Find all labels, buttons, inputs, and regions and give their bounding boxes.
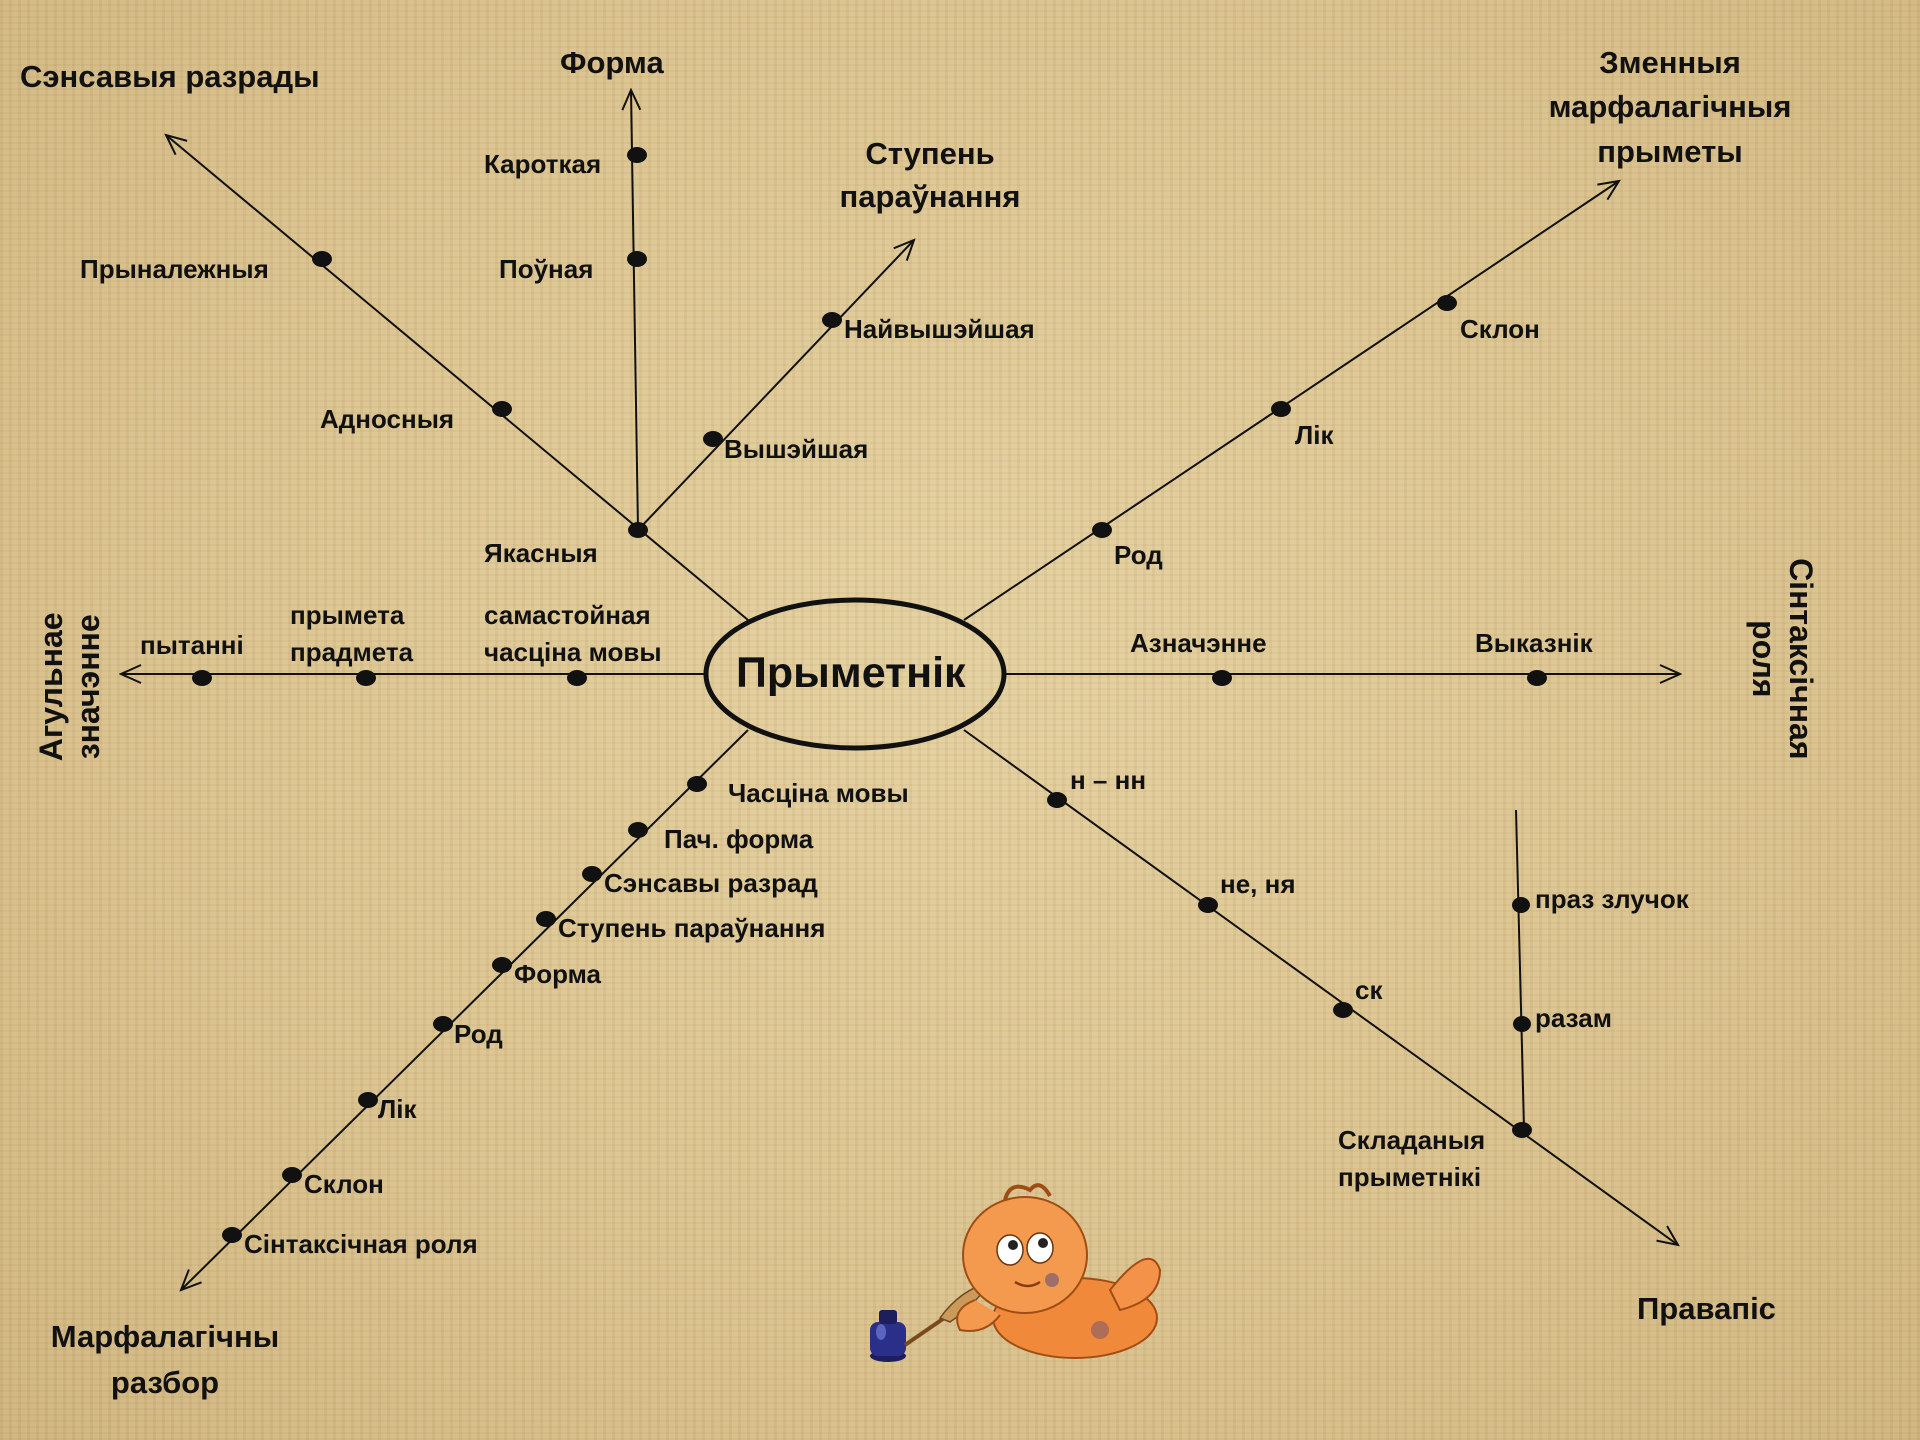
dot-vykaznik (1527, 670, 1547, 686)
label-ne-nia: не, ня (1220, 869, 1296, 899)
label-samastojnaja-line2: часціна мовы (484, 637, 662, 667)
label-aznachenne: Азначэнне (1130, 628, 1267, 658)
label-pryynalezhnyja: Прыналежныя (80, 254, 269, 284)
label-karotkaja: Кароткая (484, 149, 602, 179)
dot-rod-razbor (433, 1016, 453, 1032)
label-razbor-stupen: Ступень параўнання (558, 913, 826, 943)
label-razam: разам (1535, 1003, 1612, 1033)
dot-sklon-razbor (282, 1167, 302, 1183)
dot-praz-zluchok (1512, 897, 1530, 913)
label-samastojnaja-line1: самастойная (484, 600, 651, 630)
branch-line-forma (631, 90, 638, 531)
dot-sklon (1437, 295, 1457, 311)
dot-najvyshejshaja (822, 312, 842, 328)
branch-line-sensavyja (166, 135, 749, 621)
dot-chascina-movy (687, 776, 707, 792)
branch-title-razbor-line1: Марфалагічны (50, 1319, 280, 1354)
dot-pounaja (627, 251, 647, 267)
label-lik: Лік (1295, 420, 1334, 450)
branch-title-zmennyja-line1: Зменныя (1599, 45, 1741, 80)
label-jakasnyja: Якасныя (484, 538, 598, 568)
branch-title-sensavyja: Сэнсавыя разрады (20, 59, 320, 94)
dot-sensavy-razrad (582, 866, 602, 882)
branch-title-pravapis: Правапіс (1637, 1291, 1776, 1326)
label-pounaja: Поўная (499, 254, 594, 284)
dot-stupen-paraunannia (536, 911, 556, 927)
dot-sk (1333, 1002, 1353, 1018)
center-ellipse (703, 597, 1007, 751)
branch-title-forma: Форма (560, 45, 664, 80)
label-skladanyja-line1: Складаныя (1338, 1125, 1486, 1155)
dot-ne-nia (1198, 897, 1218, 913)
label-sk: ск (1355, 975, 1383, 1005)
label-prymeta-line1: прымета (290, 600, 405, 630)
dot-pryynalezhnyja (312, 251, 332, 267)
branch-line-zmennyja (963, 181, 1619, 621)
branch-line-skladanyja (1515, 809, 1525, 1129)
dot-lik (1271, 401, 1291, 417)
label-sklon: Склон (1460, 314, 1540, 344)
label-n-nn: н – нн (1070, 765, 1147, 795)
dot-prymeta (356, 670, 376, 686)
branch-title-zmennyja-line2: марфалагічныя (1548, 89, 1792, 124)
label-razbor-rod: Род (454, 1019, 503, 1049)
dot-aznachenne (1212, 670, 1232, 686)
label-vykaznik: Выказнік (1475, 628, 1593, 658)
dot-razam (1513, 1016, 1531, 1032)
dot-forma-razbor (492, 957, 512, 973)
branch-title-agulnae-line1: Агульнае (33, 612, 70, 762)
dot-pytanni (192, 670, 212, 686)
branch-line-pravapis (963, 729, 1678, 1245)
branch-line-stupen (637, 240, 914, 531)
label-razbor-sklon: Склон (304, 1169, 384, 1199)
label-razbor-forma: Форма (514, 959, 601, 989)
label-praz-zluchok: праз злучок (1535, 884, 1689, 914)
baby-writing-illustration (870, 1183, 1162, 1362)
branch-title-agulnae-line2: значэнне (70, 614, 106, 760)
label-vyshejshaja: Вышэйшая (724, 434, 869, 464)
dot-rod (1092, 522, 1112, 538)
branch-title-sintaksichnaja-line1: Сінтаксічная (1782, 558, 1819, 760)
dot-samastojnaja (567, 670, 587, 686)
label-razbor-chascina-movy: Часціна мовы (728, 778, 909, 808)
label-razbor-pach-forma: Пач. форма (664, 824, 814, 854)
label-razbor-sensavy-razrad: Сэнсавы разрад (604, 868, 818, 898)
dot-n-nn (1047, 792, 1067, 808)
branch-title-sintaksichnaja-line2: роля (1746, 620, 1782, 698)
label-rod: Род (1114, 540, 1163, 570)
label-adnosnyja: Адносныя (320, 404, 455, 434)
label-najvyshejshaja: Найвышэйшая (844, 314, 1035, 344)
label-pytanni: пытанні (140, 630, 244, 660)
dot-karotkaja (627, 147, 647, 163)
dot-vyshejshaja (703, 431, 723, 447)
branch-title-zmennyja-line3: прыметы (1597, 134, 1743, 169)
dot-adnosnyja (492, 401, 512, 417)
dot-jakasnyja (628, 522, 648, 538)
branch-title-stupen-line1: Ступень (865, 136, 995, 171)
dot-skladanyja (1512, 1122, 1532, 1138)
label-razbor-sintaksichnaja: Сінтаксічная роля (244, 1229, 478, 1259)
branch-line-razbor (181, 729, 749, 1290)
dot-sintaksichnaja-razbor (222, 1227, 242, 1243)
branch-title-razbor-line2: разбор (110, 1365, 220, 1400)
dot-lik-razbor (358, 1092, 378, 1108)
label-skladanyja-line2: прыметнікі (1338, 1162, 1482, 1192)
dot-pach-forma (628, 822, 648, 838)
label-razbor-lik: Лік (378, 1094, 417, 1124)
branch-title-stupen-line2: параўнання (839, 179, 1021, 214)
label-prymeta-line2: прадмета (290, 637, 414, 667)
center-label: Прыметнік (736, 649, 966, 697)
